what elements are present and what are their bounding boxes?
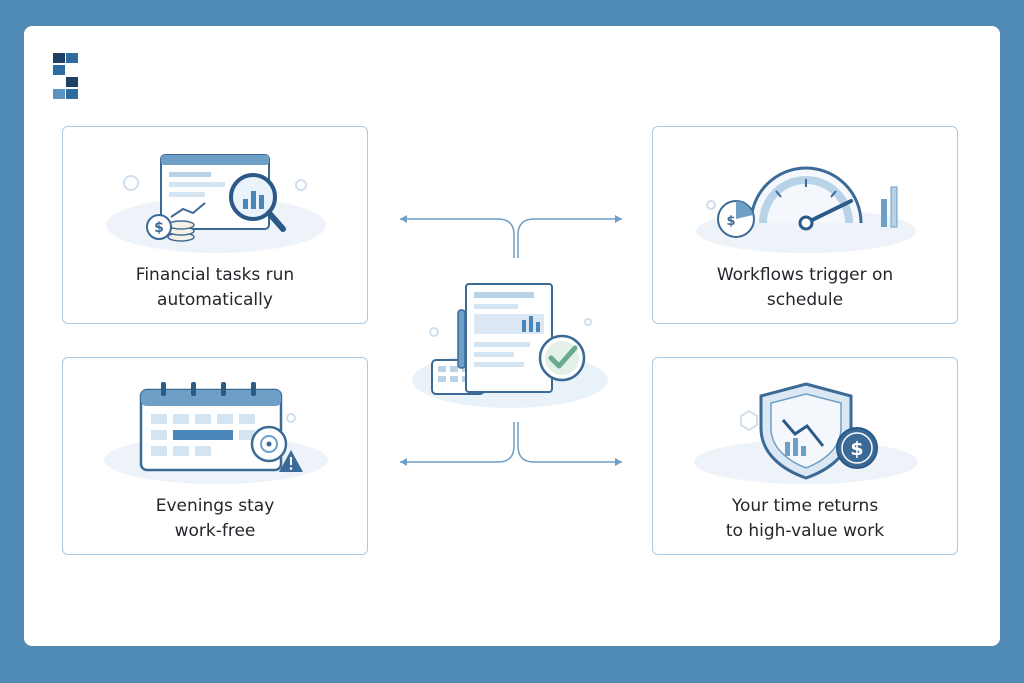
card-caption: Financial tasks run automatically [73, 263, 357, 313]
card-workflows-trigger: $ Workflows trigger on schedule [652, 126, 958, 324]
svg-text:$: $ [154, 220, 164, 236]
svg-text:$: $ [850, 438, 863, 460]
caption-line-1: Financial tasks run [135, 265, 295, 285]
speedometer-icon: $ [696, 166, 916, 253]
caption-line-2: to high-value work [725, 521, 885, 541]
dashboard-magnifier-icon: $ [106, 154, 326, 253]
caption-line-1: Workflows trigger on [716, 265, 894, 285]
caption-line-1: Evenings stay [155, 496, 275, 516]
calendar-warning-icon [104, 382, 328, 484]
card-caption: Your time returns to high-value work [663, 494, 947, 544]
card-caption: Workflows trigger on schedule [663, 263, 947, 313]
card-financial-tasks: $ Financial tasks run automatically [62, 126, 368, 324]
card-time-returns: $ Your time returns to high-value work [652, 357, 958, 555]
card-evenings-free: Evenings stay work-free [62, 357, 368, 555]
brand-logo [53, 53, 78, 99]
shield-dollar-icon: $ [694, 382, 918, 484]
caption-line-1: Your time returns [731, 496, 879, 516]
caption-line-2: automatically [157, 290, 273, 310]
caption-line-2: work-free [174, 521, 256, 541]
card-caption: Evenings stay work-free [73, 494, 357, 544]
svg-text:$: $ [726, 214, 735, 229]
document-checkmark-icon [412, 283, 608, 408]
caption-line-2: schedule [766, 290, 844, 310]
